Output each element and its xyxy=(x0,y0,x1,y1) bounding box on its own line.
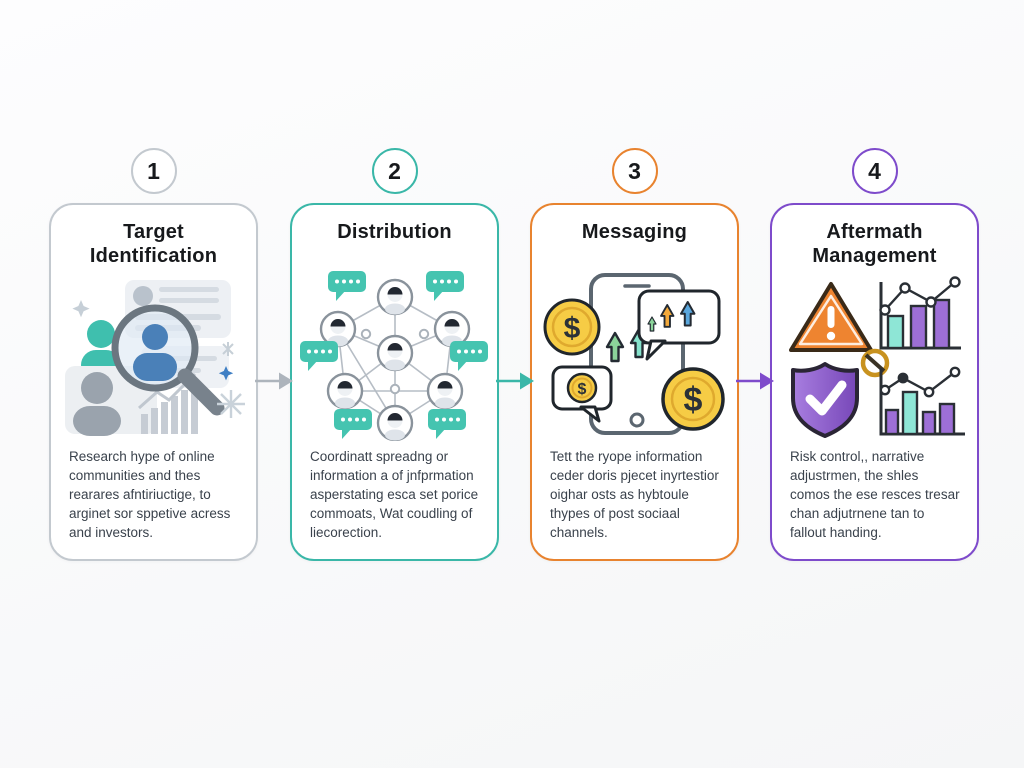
risk-shield-charts-icon xyxy=(788,276,965,438)
step-4-column: 4 Aftermath Management xyxy=(770,148,979,561)
step-number: 3 xyxy=(628,157,641,184)
risk-management-illustration xyxy=(772,270,977,442)
svg-text:$: $ xyxy=(577,381,586,398)
step-4-number-badge: 4 xyxy=(851,148,898,194)
step-1-description: Research hype of online communities and … xyxy=(69,449,231,540)
arrow-step1-to-step2-icon xyxy=(255,372,293,390)
step-3-title: Messaging xyxy=(581,221,688,243)
phone-money-icon: $ $ $ xyxy=(543,273,725,435)
step-3-column: 3 Messaging xyxy=(530,148,739,561)
step-2-number-badge: 2 xyxy=(371,148,418,194)
step-3-card: Messaging xyxy=(530,203,739,561)
step-2-column: 2 Distribution xyxy=(290,148,499,561)
step-1-card: Target Identification xyxy=(49,203,258,561)
svg-text:$: $ xyxy=(683,381,702,419)
step-1-title: Target Identification xyxy=(89,221,218,267)
step-1-column: 1 Target Identification xyxy=(49,148,258,561)
magnifier-audience-icon xyxy=(64,280,245,436)
arrow-step2-to-step3-icon xyxy=(496,372,534,390)
step-2-title: Distribution xyxy=(337,221,452,243)
step-4-card: Aftermath Management xyxy=(770,203,979,561)
step-number: 2 xyxy=(388,157,401,184)
step-3-description: Tett the ryope information ceder doris p… xyxy=(550,449,719,540)
social-network-illustration xyxy=(292,270,497,442)
svg-text:$: $ xyxy=(563,312,580,345)
step-4-title: Aftermath Management xyxy=(812,221,937,267)
network-icon xyxy=(299,271,488,441)
step-1-number-badge: 1 xyxy=(130,148,177,194)
step-number: 1 xyxy=(147,157,160,184)
magnifier-audience-illustration xyxy=(51,270,256,442)
phone-money-illustration: $ $ $ xyxy=(532,270,737,442)
step-2-card: Distribution xyxy=(290,203,499,561)
arrow-step3-to-step4-icon xyxy=(736,372,774,390)
step-3-number-badge: 3 xyxy=(611,148,658,194)
step-2-description: Coordinatt spreadng or information a of … xyxy=(310,449,479,540)
step-4-description: Risk control,, narrative adjustrmen, the… xyxy=(790,449,960,540)
step-number: 4 xyxy=(868,157,881,184)
